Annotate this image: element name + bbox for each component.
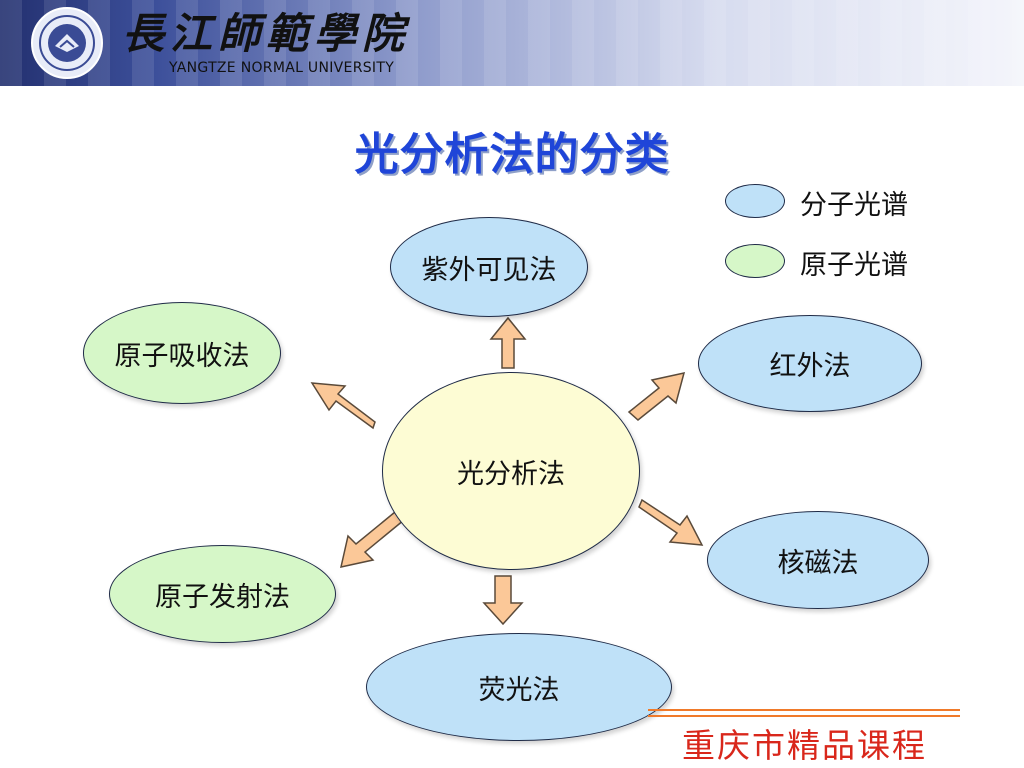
legend-swatch-molecular bbox=[725, 184, 785, 218]
arrow-up bbox=[489, 316, 527, 369]
node-atomic-emission: 原子发射法 bbox=[109, 545, 336, 643]
brand-cn: 長江師範學院 bbox=[122, 9, 411, 58]
node-nmr: 核磁法 bbox=[707, 511, 929, 609]
header-stripes bbox=[0, 0, 1024, 86]
arrow-upper-right bbox=[627, 372, 686, 421]
university-seal-icon bbox=[31, 7, 103, 79]
footer-rule-bottom bbox=[648, 715, 960, 717]
node-atomic-absorption: 原子吸收法 bbox=[83, 302, 281, 404]
footer-rule-top bbox=[648, 709, 960, 711]
legend-label-atomic: 原子光谱 bbox=[800, 250, 908, 281]
legend-swatch-atomic bbox=[725, 244, 785, 278]
footer-course-label: 重庆市精品课程 bbox=[682, 726, 927, 765]
node-center: 光分析法 bbox=[382, 372, 640, 570]
header-banner: 長江師範學院 YANGTZE NORMAL UNIVERSITY bbox=[0, 0, 1024, 86]
arrow-down bbox=[482, 575, 524, 626]
node-uv-vis: 紫外可见法 bbox=[390, 217, 588, 317]
brand-en: YANGTZE NORMAL UNIVERSITY bbox=[169, 60, 395, 76]
arrow-lower-left bbox=[340, 511, 406, 568]
legend-label-molecular: 分子光谱 bbox=[800, 190, 908, 221]
node-infrared: 红外法 bbox=[698, 315, 922, 412]
arrow-lower-right bbox=[638, 498, 704, 546]
slide-title: 光分析法的分类 bbox=[354, 129, 670, 180]
arrow-upper-left bbox=[310, 382, 376, 430]
node-fluorescence: 荧光法 bbox=[366, 633, 672, 741]
